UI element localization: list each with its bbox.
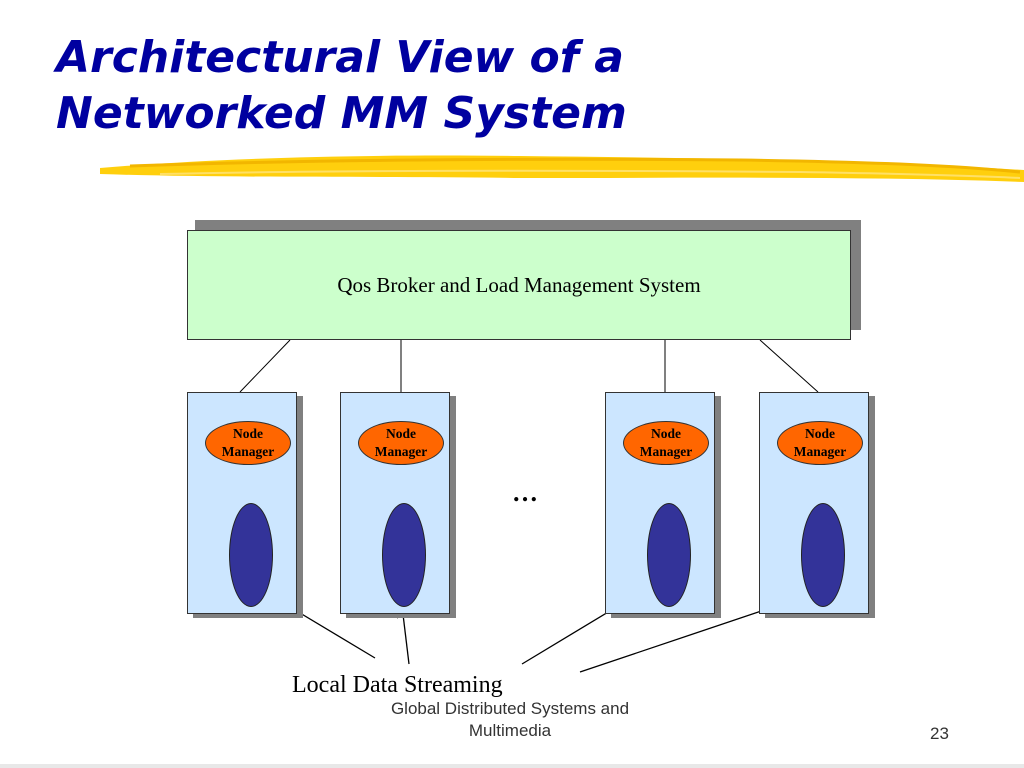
node-manager-label: Node bbox=[386, 426, 416, 441]
node-box-4: Node Manager bbox=[759, 392, 869, 614]
node-manager-label: Manager bbox=[639, 444, 693, 459]
slide-footer: Global Distributed Systems and Multimedi… bbox=[360, 698, 660, 742]
more-nodes-ellipsis: … bbox=[512, 478, 538, 507]
broker-label: Qos Broker and Load Management System bbox=[337, 272, 701, 297]
data-stream-ellipse-3 bbox=[647, 503, 691, 607]
footer-line-2: Multimedia bbox=[468, 721, 552, 740]
qos-broker-box: Qos Broker and Load Management System bbox=[187, 230, 851, 340]
broker-link-4 bbox=[759, 339, 819, 393]
node-manager-label: Manager bbox=[374, 444, 428, 459]
node-manager-label: Node bbox=[805, 426, 835, 441]
node-manager-label: Node bbox=[233, 426, 263, 441]
node-manager-1: Node Manager bbox=[205, 421, 291, 465]
data-stream-ellipse-1 bbox=[229, 503, 273, 607]
broker-link-1 bbox=[239, 339, 291, 393]
data-stream-ellipse-2 bbox=[382, 503, 426, 607]
local-data-streaming-label: Local Data Streaming bbox=[292, 672, 503, 698]
title-line-2: Networked MM System bbox=[56, 88, 627, 139]
footer-line-1: Global Distributed Systems and bbox=[390, 699, 630, 718]
highlighter-stroke bbox=[100, 155, 1024, 182]
node-manager-label: Node bbox=[651, 426, 681, 441]
bottom-rule bbox=[0, 764, 1024, 768]
node-manager-label: Manager bbox=[221, 444, 275, 459]
page-number: 23 bbox=[930, 724, 949, 743]
node-box-1: Node Manager bbox=[187, 392, 297, 614]
node-box-2: Node Manager bbox=[340, 392, 450, 614]
node-manager-3: Node Manager bbox=[623, 421, 709, 465]
node-manager-2: Node Manager bbox=[358, 421, 444, 465]
node-box-3: Node Manager bbox=[605, 392, 715, 614]
node-manager-4: Node Manager bbox=[777, 421, 863, 465]
node-manager-label: Manager bbox=[793, 444, 847, 459]
slide-title: Architectural View of a Networked MM Sys… bbox=[56, 30, 627, 142]
data-stream-ellipse-4 bbox=[801, 503, 845, 607]
title-line-1: Architectural View of a bbox=[56, 32, 624, 83]
